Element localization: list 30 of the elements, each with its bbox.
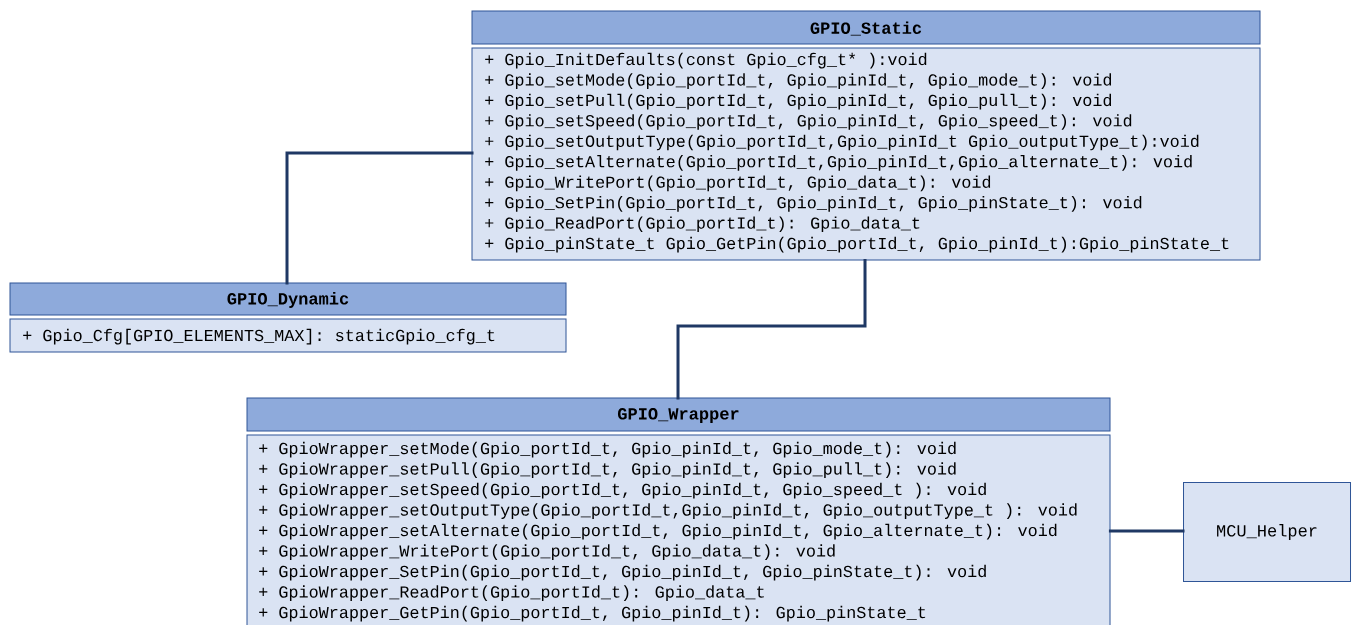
class-box: [471, 10, 1261, 261]
member-signature: + GpioWrapper_GetPin(Gpio_portId_t, Gpio_pinId_t): Gpio_pinState_t: [259, 605, 926, 622]
connector-line: [285, 151, 474, 285]
member-signature: + Gpio_SetPin(Gpio_portId_t, Gpio_pinId_t, Gpio_pinState_t): void: [485, 196, 1142, 212]
member-signature: + GpioWrapper_setAlternate(Gpio_portId_t, Gpio_pinId_t, Gpio_alternate_t): void: [259, 523, 1057, 540]
member-signature: + Gpio_setSpeed(Gpio_portId_t, Gpio_pinId_t, Gpio_speed_t): void: [485, 114, 1132, 130]
connector-line: [676, 258, 867, 400]
member-signature: + Gpio_ReadPort(Gpio_portId_t): Gpio_data_t: [485, 216, 920, 233]
member-signature: + GpioWrapper_SetPin(Gpio_portId_t, Gpio_pinId_t, Gpio_pinState_t): void: [259, 564, 986, 581]
member-signature: + GpioWrapper_setSpeed(Gpio_portId_t, Gpio_pinId_t, Gpio_speed_t ): void: [259, 482, 986, 499]
member-signature: + GpioWrapper_setOutputType(Gpio_portId_t,Gpio_pinId_t, Gpio_outputType_t ): void: [259, 503, 1077, 519]
component-box: MCU_Helper: [1183, 482, 1351, 582]
member-signature: + Gpio_WritePort(Gpio_portId_t, Gpio_data_t): void: [485, 175, 991, 192]
class-name: GPIO_Dynamic: [227, 292, 349, 308]
member-signature: + Gpio_setAlternate(Gpio_portId_t,Gpio_pinId_t,Gpio_alternate_t): void: [485, 155, 1192, 171]
member-signature: + Gpio_pinState_t Gpio_GetPin(Gpio_portId_t, Gpio_pinId_t):Gpio_pinState_t: [485, 236, 1229, 253]
member-signature: + Gpio_InitDefaults(const Gpio_cfg_t* ):void: [485, 52, 927, 69]
class-box: [9, 282, 567, 353]
class-name: GPIO_Wrapper: [617, 408, 739, 423]
member-signature: + Gpio_setPull(Gpio_portId_t, Gpio_pinId_t, Gpio_pull_t): void: [485, 93, 1112, 110]
member-signature: + Gpio_Cfg[GPIO_ELEMENTS_MAX]: staticGpio_cfg_t: [23, 328, 495, 345]
class-name: GPIO_Static: [810, 21, 922, 36]
member-signature: + GpioWrapper_WritePort(Gpio_portId_t, Gpio_data_t): void: [259, 544, 835, 560]
member-signature: + Gpio_setOutputType(Gpio_portId_t,Gpio_pinId_t Gpio_outputType_t):void: [485, 134, 1199, 151]
connector-line: [1108, 529, 1185, 533]
member-signature: + GpioWrapper_setPull(Gpio_portId_t, Gpio_pinId_t, Gpio_pull_t): void: [259, 462, 956, 478]
member-signature: + Gpio_setMode(Gpio_portId_t, Gpio_pinId_t, Gpio_mode_t): void: [485, 73, 1112, 89]
member-signature: + GpioWrapper_ReadPort(Gpio_portId_t): Gpio_data_t: [259, 585, 764, 601]
class-box: [246, 397, 1111, 625]
member-signature: + GpioWrapper_setMode(Gpio_portId_t, Gpio_pinId_t, Gpio_mode_t): void: [259, 441, 956, 458]
